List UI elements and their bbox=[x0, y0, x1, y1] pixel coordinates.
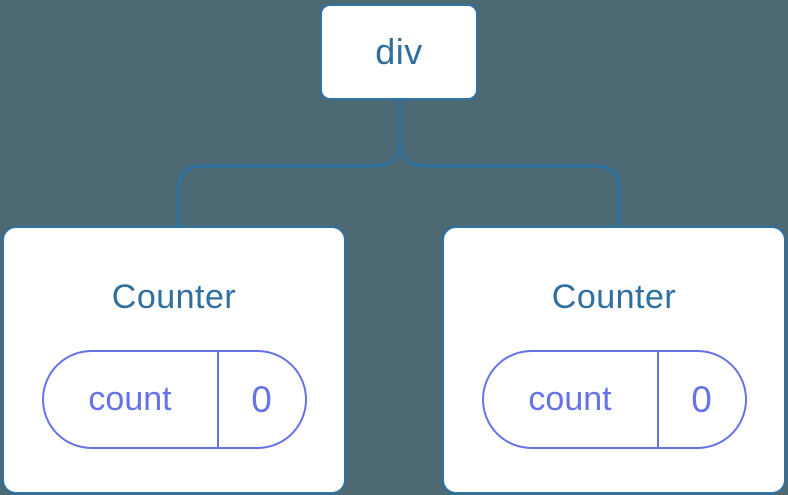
state-value: 0 bbox=[251, 378, 272, 420]
counter-title: Counter bbox=[551, 278, 677, 316]
state-key-cell: count bbox=[44, 352, 219, 447]
state-key-label: count bbox=[88, 380, 172, 418]
counter-card-right: Counter count 0 bbox=[442, 226, 786, 494]
tree-node-div: div bbox=[320, 4, 478, 100]
state-value-cell: 0 bbox=[659, 352, 745, 447]
div-node-label: div bbox=[375, 31, 423, 72]
connector-left-branch bbox=[177, 100, 402, 228]
state-key-label: count bbox=[528, 380, 612, 418]
state-value-cell: 0 bbox=[219, 352, 305, 447]
state-value: 0 bbox=[691, 378, 712, 420]
state-key-cell: count bbox=[484, 352, 659, 447]
connector-right-branch bbox=[398, 100, 621, 228]
counter-title: Counter bbox=[111, 278, 237, 316]
state-pill: count 0 bbox=[41, 350, 307, 449]
state-pill: count 0 bbox=[481, 350, 747, 449]
counter-card-left: Counter count 0 bbox=[2, 226, 346, 494]
